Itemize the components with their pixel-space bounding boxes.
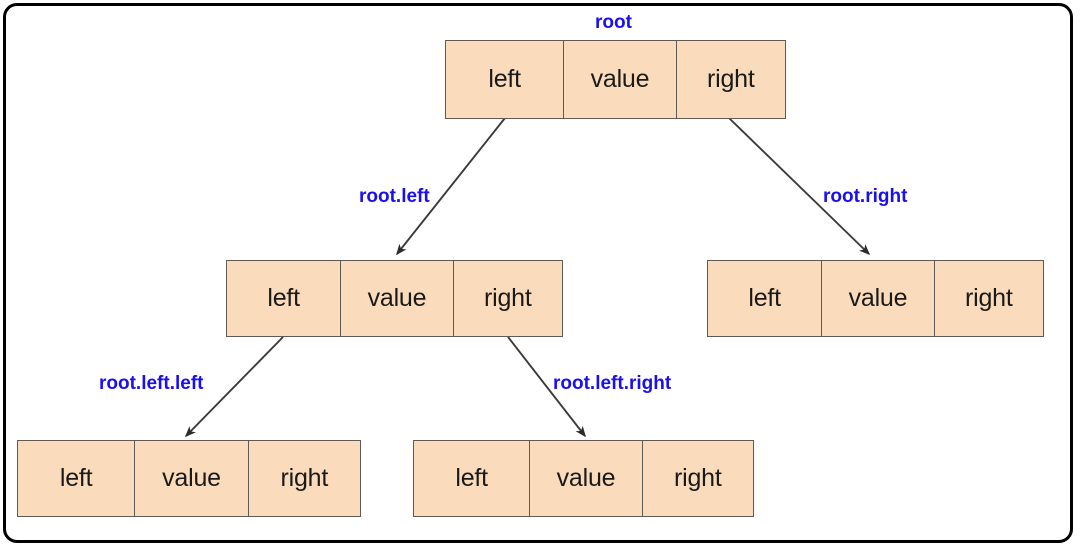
root-right-cell-right: right: [933, 261, 1043, 336]
tree-node-root-left-right[interactable]: left value right: [413, 440, 754, 517]
edge-label-root-right: root.right: [823, 186, 908, 207]
tree-node-root-right[interactable]: left value right: [707, 260, 1044, 337]
root-left-left-cell-value: value: [134, 441, 247, 516]
root-right-cell-value: value: [821, 261, 933, 336]
root-left-cell-value: value: [340, 261, 452, 336]
root-left-left-cell-right: right: [247, 441, 360, 516]
root-left-cell-left: left: [267, 284, 300, 312]
root-left-right-cell-right: right: [641, 441, 753, 516]
tree-node-root-left[interactable]: left value right: [226, 260, 563, 337]
root-left-left-cell-left: left: [59, 464, 93, 492]
edge-label-root-left-right: root.left.right: [553, 373, 672, 394]
root-cell-right: right: [675, 41, 785, 118]
edge-label-root-left: root.left: [359, 186, 430, 207]
root-cell-value: value: [563, 41, 675, 118]
root-left-right-cell-left: left: [455, 464, 488, 492]
root-left-right-cell-value: value: [529, 441, 641, 516]
root-node-title: root: [595, 12, 632, 33]
root-cell-left: left: [488, 65, 521, 93]
root-right-cell-left: left: [748, 284, 781, 312]
root-left-cell-right: right: [452, 261, 562, 336]
edge-label-root-left-left: root.left.left: [99, 373, 204, 394]
tree-node-root[interactable]: left value right: [445, 40, 786, 119]
tree-node-root-left-left[interactable]: left value right: [17, 440, 361, 517]
